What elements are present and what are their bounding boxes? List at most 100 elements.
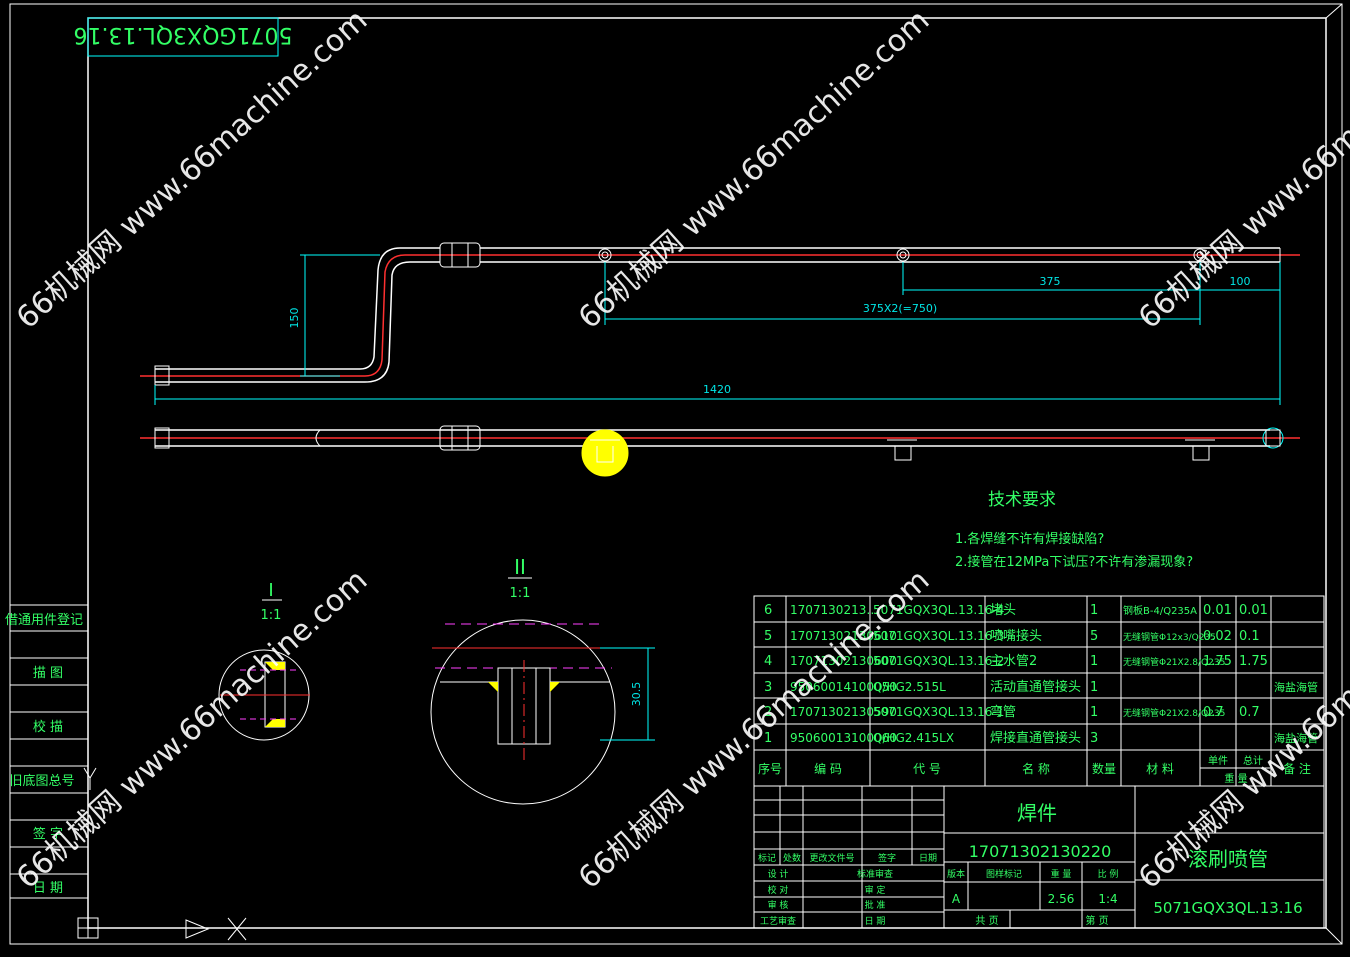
role2-2: 审 定 <box>865 884 886 896</box>
svg-text:钢板B-4/Q235A: 钢板B-4/Q235A <box>1123 604 1197 617</box>
svg-text:序号: 序号 <box>758 761 782 776</box>
svg-text:1: 1 <box>1090 603 1098 618</box>
role-2: 校 对 <box>768 884 789 896</box>
svg-text:名 称: 名 称 <box>1022 761 1050 776</box>
weight-value: 2.56 <box>1048 892 1075 906</box>
scale-value: 1:4 <box>1098 892 1117 906</box>
svg-text:0.7: 0.7 <box>1203 705 1224 720</box>
rev-col-1: 标记 <box>758 852 776 864</box>
svg-text:重 量: 重 量 <box>1224 772 1247 785</box>
side-label-6: 日 期 <box>33 881 63 896</box>
dim-750: 375X2(=750) <box>863 302 937 315</box>
role-4: 工艺审查 <box>760 915 796 927</box>
bom-row-1: 1 95060013100060 Q/HG2.415LX 焊接直通管接头 3 海… <box>764 730 1318 746</box>
drawing-number: 5071GQX3QL.13.16 <box>1153 899 1302 917</box>
version-value: A <box>952 892 961 906</box>
detail-I-scale: 1:1 <box>261 608 282 623</box>
sheet-frame: 5071GQX3QL.13.16 <box>9 3 1343 945</box>
svg-text:95060013100060: 95060013100060 <box>790 731 897 745</box>
side-label-3: 校 描 <box>33 719 63 735</box>
title-block: 标记 处数 更改文件号 签字 日期 设 计 校 对 审 核 工艺审查 标准审查 … <box>753 785 1325 929</box>
version-label: 版本 <box>947 868 965 880</box>
svg-text:总计: 总计 <box>1243 754 1263 767</box>
rev-col-2: 处数 <box>783 852 801 864</box>
svg-text:1: 1 <box>1090 705 1098 720</box>
rev-col-4: 签字 <box>878 852 896 864</box>
svg-text:Q/HG2.415LX: Q/HG2.415LX <box>873 731 954 745</box>
svg-text:17071302130590: 17071302130590 <box>790 705 897 719</box>
svg-text:2: 2 <box>764 705 772 720</box>
weight-label: 重 量 <box>1051 868 1072 880</box>
part-type: 焊件 <box>1017 801 1057 825</box>
detail-II-label: II <box>514 555 526 579</box>
detail-II-scale: 1:1 <box>510 586 531 601</box>
svg-text:堵头: 堵头 <box>990 603 1016 618</box>
dim-150: 150 <box>288 308 301 329</box>
pipe-front-view <box>140 425 1300 477</box>
drawing-code-box: 5071GQX3QL.13.16 <box>74 22 293 47</box>
svg-text:1.75: 1.75 <box>1239 654 1268 669</box>
svg-text:3: 3 <box>764 680 772 695</box>
bom-row-2: 2 17071302130590 5071GQX3QL.13.16-1 弯管 1… <box>764 704 1260 720</box>
part-code: 17071302130220 <box>969 842 1112 861</box>
svg-text:主水管2: 主水管2 <box>990 654 1037 669</box>
tech-line-2: 2.接管在12MPa下试压?不许有渗漏现象? <box>955 554 1193 570</box>
role-3: 审 核 <box>768 899 789 911</box>
dim-1420: 1420 <box>703 383 731 396</box>
pipe-top-view <box>140 242 1300 386</box>
svg-text:弯管: 弯管 <box>990 704 1016 720</box>
svg-text:17071302130610: 17071302130610 <box>790 629 897 643</box>
side-label-1: 借通用件登记 <box>5 613 83 628</box>
svg-text:5071GQX3QL.13.16-1: 5071GQX3QL.13.16-1 <box>873 705 1004 719</box>
svg-text:活动直通管接头: 活动直通管接头 <box>990 679 1081 695</box>
side-label-2: 描 图 <box>33 666 63 681</box>
svg-text:95060014100050: 95060014100050 <box>790 680 897 694</box>
svg-text:无缝钢管Φ21X2.8/Q235: 无缝钢管Φ21X2.8/Q235 <box>1123 656 1225 668</box>
svg-text:海盐海管: 海盐海管 <box>1274 731 1318 745</box>
svg-text:6: 6 <box>764 603 772 618</box>
bom-row-4: 4 17071302130600 5071GQX3QL.13.16-2 主水管2… <box>764 654 1268 669</box>
scale-label: 比 例 <box>1098 868 1119 880</box>
watermark-1: 66机械网 www.66machine.com <box>10 3 374 336</box>
sheets-total: 共 页 <box>975 915 998 927</box>
role2-4: 日 期 <box>865 916 886 927</box>
tech-line-1: 1.各焊缝不许有焊接缺陷? <box>955 531 1104 547</box>
svg-text:Q/HG2.515L: Q/HG2.515L <box>873 680 946 694</box>
mark-label: 图样标记 <box>986 868 1022 880</box>
bom-row-5: 5 17071302130610 5071GQX3QL.13.16-3 喷嘴接头… <box>764 628 1260 644</box>
side-strip: 借通用件登记 描 图 校 描 旧底图总号 签 字 日 期 <box>5 604 88 899</box>
dimensions: 150 375 100 375X2(=750) 1420 <box>154 254 1281 405</box>
svg-text:材 料: 材 料 <box>1146 762 1174 776</box>
svg-text:编 码: 编 码 <box>814 761 842 776</box>
watermark-2: 66机械网 www.66machine.com <box>572 3 936 336</box>
rev-col-3: 更改文件号 <box>809 852 854 864</box>
ucs-symbols <box>77 767 247 941</box>
role-1: 设 计 <box>768 868 789 880</box>
dim-100: 100 <box>1230 275 1251 288</box>
svg-text:喷嘴接头: 喷嘴接头 <box>990 628 1042 644</box>
rev-col-5: 日期 <box>919 853 937 864</box>
svg-text:焊接直通管接头: 焊接直通管接头 <box>990 730 1081 746</box>
svg-text:5: 5 <box>1090 629 1098 644</box>
bom-table: 6 1707130213… 5071GQX3QL.13.16-4 堵头 1 钢板… <box>753 595 1325 787</box>
role2-1: 标准审查 <box>857 868 893 880</box>
bom-row-6: 6 1707130213… 5071GQX3QL.13.16-4 堵头 1 钢板… <box>764 603 1268 618</box>
role2-3: 批 准 <box>865 899 886 911</box>
detail-II: II 1:1 30.5 <box>430 555 655 805</box>
svg-text:0.01: 0.01 <box>1239 603 1268 618</box>
svg-text:5071GQX3QL.13.16-2: 5071GQX3QL.13.16-2 <box>873 654 1004 668</box>
svg-text:0.01: 0.01 <box>1203 603 1232 618</box>
svg-text:0.1: 0.1 <box>1239 629 1260 644</box>
svg-text:备 注: 备 注 <box>1283 761 1311 776</box>
svg-text:1: 1 <box>764 731 772 746</box>
side-label-4: 旧底图总号 <box>9 773 74 789</box>
svg-text:单件: 单件 <box>1208 755 1228 767</box>
bom-header: 序号 编 码 代 号 名 称 数量 材 料 单件 总计 重 量 备 注 <box>758 754 1311 785</box>
svg-text:无缝钢管Φ12x3/Q235: 无缝钢管Φ12x3/Q235 <box>1123 631 1216 643</box>
svg-text:0.02: 0.02 <box>1203 629 1232 644</box>
svg-text:5: 5 <box>764 629 772 644</box>
svg-text:17071302130600: 17071302130600 <box>790 654 897 668</box>
svg-text:5071GQX3QL.13.16-3: 5071GQX3QL.13.16-3 <box>873 629 1004 643</box>
detail-I-label: I <box>268 580 273 601</box>
